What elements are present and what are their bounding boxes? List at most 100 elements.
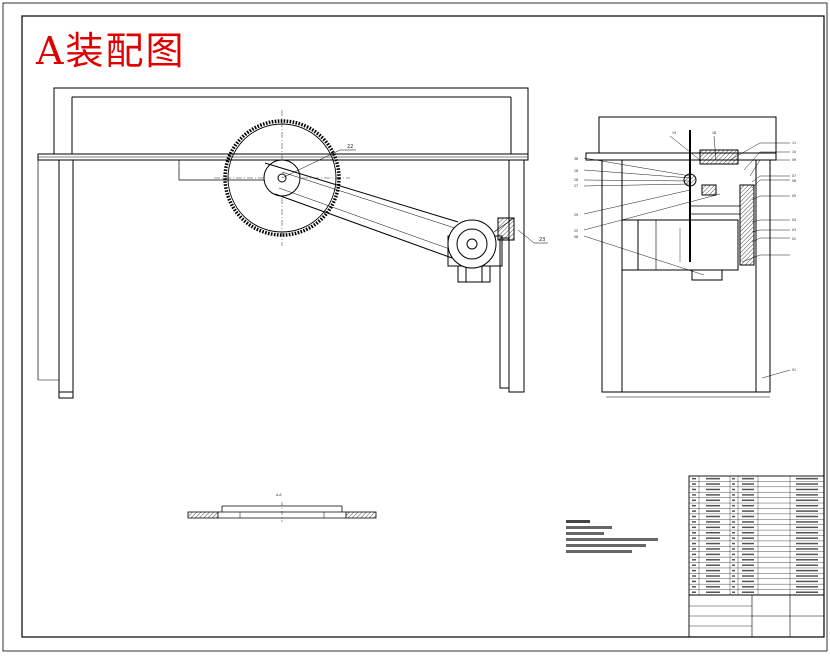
- parts-cell-text-mark: [732, 483, 735, 485]
- left-foot: [58, 391, 74, 399]
- parts-list-frame: [688, 475, 825, 638]
- parts-cell-text-mark: [796, 542, 818, 545]
- parts-cell-text-mark: [732, 477, 735, 480]
- parts-cell-text-mark: [692, 586, 696, 588]
- parts-cell-text-mark: [692, 494, 696, 496]
- belt-lower: [274, 193, 453, 259]
- parts-cell-text-mark: [706, 531, 720, 534]
- callout-08: 08: [574, 235, 578, 239]
- parts-cell-text-mark: [706, 510, 720, 512]
- parts-cell-text-mark: [796, 499, 818, 502]
- parts-cell-text-mark: [742, 504, 754, 507]
- section-aa: [187, 502, 377, 522]
- callout-09: 09: [792, 158, 796, 162]
- parts-cell-text-mark: [692, 569, 696, 572]
- parts-cell-text-mark: [796, 531, 818, 534]
- parts-cell-text-mark: [706, 526, 720, 529]
- parts-cell-text-mark: [706, 580, 720, 583]
- parts-cell-text-mark: [742, 526, 754, 529]
- parts-cell-text-mark: [692, 564, 696, 566]
- side-gear-stack: [739, 184, 755, 266]
- parts-cell-text-mark: [732, 586, 735, 588]
- notes-heading-mark: [566, 520, 590, 525]
- parts-cell-text-mark: [692, 521, 696, 523]
- parts-cell-text-mark: [742, 580, 754, 583]
- parts-cell-text-mark: [796, 569, 818, 572]
- parts-cell-text-mark: [742, 591, 754, 593]
- parts-cell-text-mark: [796, 521, 818, 523]
- parts-cell-text-mark: [706, 515, 720, 518]
- title-block: [688, 475, 825, 638]
- left-leg: [58, 159, 74, 393]
- side-left-leg: [601, 159, 623, 393]
- parts-cell-text-mark: [742, 559, 754, 561]
- callout-29: 29: [574, 213, 578, 217]
- parts-cell-text-mark: [742, 553, 754, 556]
- drawing-title: A装配图: [36, 29, 186, 73]
- callout-11: 11: [792, 141, 796, 145]
- callout-04: 04: [792, 218, 796, 222]
- callout-03: 03: [792, 228, 796, 232]
- parts-cell-text-mark: [742, 510, 754, 512]
- parts-cell-text-mark: [732, 510, 735, 512]
- parts-cell-text-mark: [742, 564, 754, 566]
- parts-cell-text-mark: [732, 531, 735, 534]
- parts-cell-text-mark: [706, 564, 720, 566]
- parts-cell-text-mark: [706, 488, 720, 491]
- side-motor-foot: [691, 269, 723, 281]
- parts-cell-text-mark: [796, 510, 818, 512]
- callout-27: 27: [574, 184, 578, 188]
- parts-cell-text-mark: [692, 591, 696, 593]
- callout-10: 10: [792, 150, 796, 154]
- parts-cell-text-mark: [692, 515, 696, 518]
- parts-cell-text-mark: [692, 553, 696, 556]
- parts-cell-text-mark: [796, 483, 818, 485]
- parts-cell-text-mark: [742, 569, 754, 572]
- parts-cell-text-mark: [796, 591, 818, 593]
- parts-cell-text-mark: [692, 542, 696, 545]
- parts-cell-text-mark: [692, 548, 696, 550]
- parts-cell-text-mark: [742, 537, 754, 539]
- section-left-hatch: [187, 511, 219, 519]
- parts-cell-text-mark: [692, 537, 696, 539]
- parts-cell-text-mark: [742, 483, 754, 485]
- parts-cell-text-mark: [706, 553, 720, 556]
- parts-cell-text-mark: [742, 542, 754, 545]
- parts-cell-text-mark: [732, 521, 735, 523]
- parts-cell-text-mark: [692, 575, 696, 577]
- notes-line-mark: [566, 538, 658, 543]
- parts-cell-text-mark: [796, 515, 818, 518]
- parts-cell-text-mark: [732, 499, 735, 502]
- side-top-block: [598, 116, 777, 154]
- parts-cell-text-mark: [732, 515, 735, 518]
- belt-upper: [264, 162, 459, 223]
- parts-cell-text-mark: [796, 559, 818, 561]
- callout-18: 18: [712, 131, 716, 135]
- parts-cell-text-mark: [742, 521, 754, 523]
- parts-cell-text-mark: [732, 548, 735, 550]
- parts-cell-text-mark: [692, 559, 696, 561]
- parts-cell-text-mark: [796, 537, 818, 539]
- right-leg-inner: [499, 237, 510, 389]
- side-right-leg: [755, 159, 771, 393]
- parts-cell-text-mark: [796, 586, 818, 588]
- parts-cell-text-mark: [732, 569, 735, 572]
- parts-cell-text-mark: [692, 510, 696, 512]
- notes-line-mark: [566, 544, 646, 549]
- parts-cell-text-mark: [706, 521, 720, 523]
- parts-cell-text-mark: [796, 488, 818, 491]
- parts-cell-text-mark: [742, 477, 754, 480]
- parts-cell-text-mark: [692, 477, 696, 480]
- parts-cell-text-mark: [796, 564, 818, 566]
- parts-cell-text-mark: [732, 537, 735, 539]
- parts-cell-text-mark: [692, 483, 696, 485]
- parts-cell-text-mark: [692, 580, 696, 583]
- parts-cell-text-mark: [706, 586, 720, 588]
- parts-cell-text-mark: [796, 553, 818, 556]
- parts-cell-text-mark: [732, 591, 735, 593]
- callout-22: 22: [347, 144, 353, 150]
- parts-cell-text-mark: [692, 488, 696, 491]
- notes-line-mark: [566, 550, 632, 555]
- parts-cell-text-mark: [796, 575, 818, 577]
